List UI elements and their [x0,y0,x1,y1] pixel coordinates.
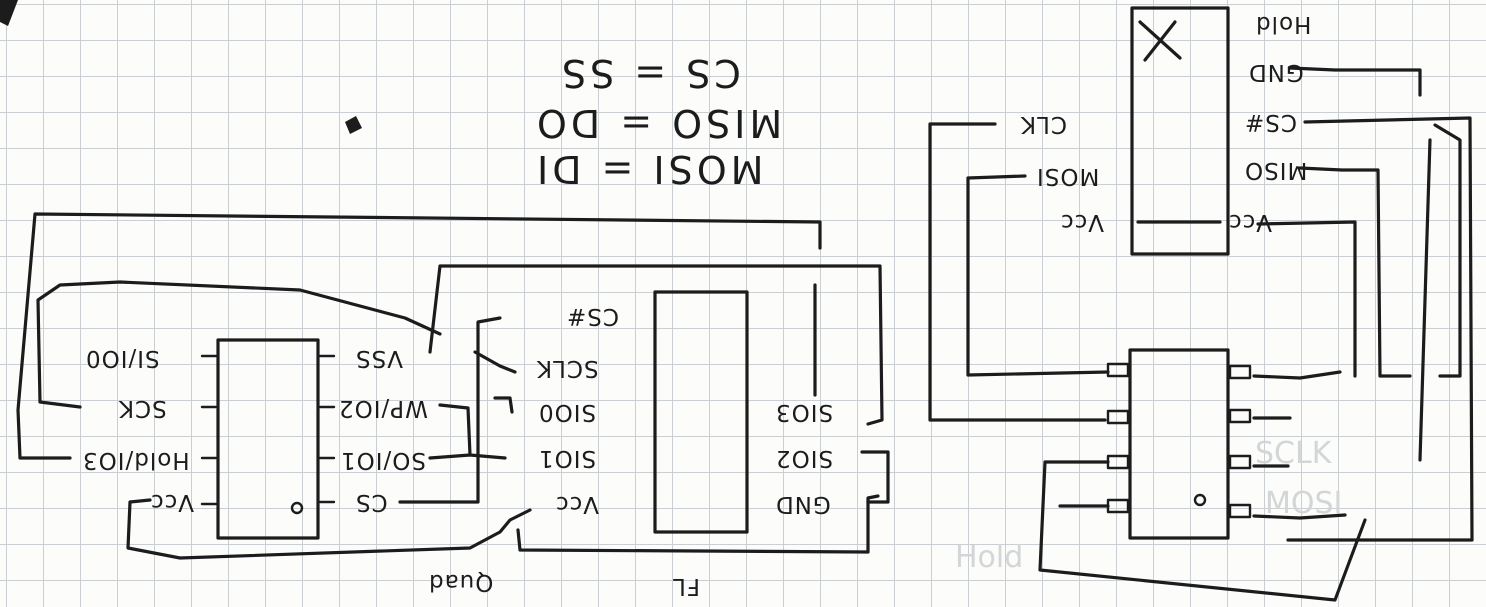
mid-pin-sio2: SIO2 [775,445,834,471]
right-chip-pin1-dot [1193,493,1207,507]
left-pin-hold-io3: Hold/IO3 [82,447,190,473]
note-fl: FL [672,573,701,599]
right-top-chip-body [1130,6,1230,256]
left-pin-si-io0: SI/IO0 [85,345,160,371]
left-chip-pin1-dot [290,501,304,515]
left-pin-wp-io2: WP/IO2 [338,395,428,421]
left-pin-so-io1: SO/IO1 [340,447,426,473]
ghost-text-sclk: SCLK [1255,436,1332,471]
right-pin-vcc-left: Vcc [1060,209,1105,235]
mid-pin-sclk: SCLK [536,355,599,381]
right-pin-gnd: GND [1248,59,1304,85]
right-pin-vcc-right: Vcc [1228,209,1273,235]
left-pin-vcc: Vcc [150,489,195,515]
left-chip-body [216,338,320,540]
ghost-text-mosi: MOSI [1265,486,1343,521]
right-pin-miso: MISO [1244,157,1308,183]
right-bottom-chip-body [1128,348,1230,540]
mid-chip-body [653,290,749,534]
mid-pin-gnd: GND [775,491,831,517]
note-quad: Quad [428,569,494,595]
left-pin-cs: CS [355,489,388,515]
right-pin-mosi: MOSI [1036,163,1100,189]
left-pin-vss: VSS [355,345,403,371]
left-chip-pin-stubs [200,354,336,506]
mid-pin-sio3: SIO3 [775,399,834,425]
mid-pin-vcc: Vcc [555,491,600,517]
note-cs-ss: CS = SS [558,51,741,95]
right-pin-hold: Hold [1255,11,1312,37]
mid-pin-sio1: SIO1 [538,445,597,471]
note-miso-do: MISO = DO [533,101,783,145]
ink-dot [345,116,362,134]
mid-pin-sio0: SIO0 [538,399,597,425]
mid-pin-cs: CS# [566,303,619,329]
ghost-text-hold: Hold [955,540,1024,575]
wires [16,20,1474,602]
note-mosi-di: MOSI = DI [533,147,764,191]
right-pin-clk: CLK [1020,111,1067,137]
right-pin-cs: CS# [1244,109,1297,135]
left-pin-sck: SCK [118,395,167,421]
corner-mark [0,0,18,26]
